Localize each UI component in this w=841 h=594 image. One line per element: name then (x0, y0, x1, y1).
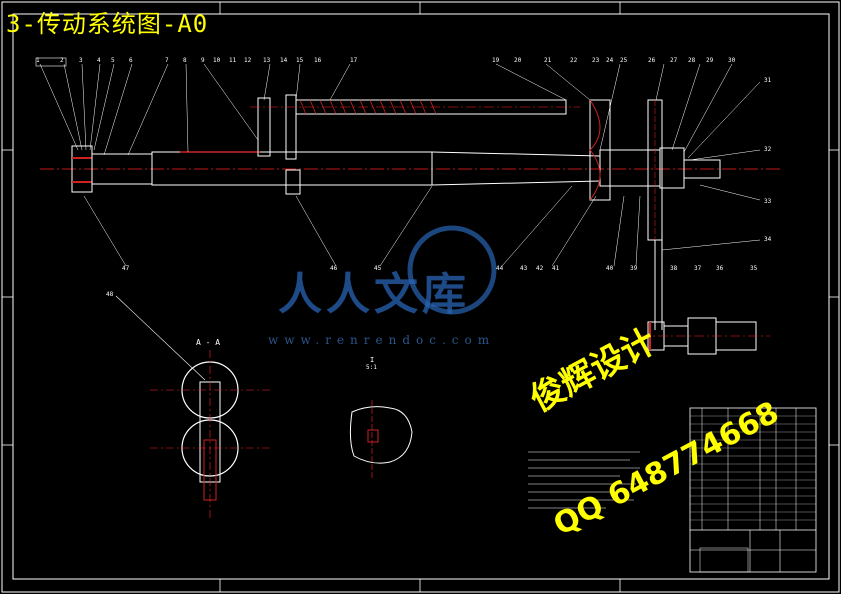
part-tag: 47 (122, 265, 130, 272)
detail-label: I (370, 356, 375, 364)
arm-tube (151, 151, 433, 186)
part-tag: 16 (314, 57, 322, 64)
part-tag: 43 (520, 265, 528, 272)
part-tag: 5 (111, 57, 115, 64)
part-tag: 4 (97, 57, 101, 64)
detail-i-view (349, 400, 413, 480)
technical-notes (528, 451, 640, 509)
part-tag: 7 (165, 57, 169, 64)
parts-list-table (689, 407, 817, 573)
part-tag: 35 (750, 265, 758, 272)
part-tag: 39 (630, 265, 638, 272)
watermark-logo (407, 225, 497, 315)
part-tag: 44 (496, 265, 504, 272)
part-tag: 34 (764, 236, 772, 243)
part-tag: 1 (36, 57, 40, 64)
screw-support-left (257, 97, 271, 157)
signature-box (699, 547, 749, 573)
watermark-brand: 人人文库 (278, 269, 470, 320)
part-tag: 30 (728, 57, 736, 64)
part-tag: 2 (60, 57, 64, 64)
part-tag: 29 (706, 57, 714, 64)
part-tag: 48 (106, 291, 114, 298)
main-arm-assembly (40, 94, 780, 330)
part-tag: 28 (688, 57, 696, 64)
part-tag: 25 (620, 57, 628, 64)
right-bearing-block (599, 149, 661, 187)
part-tag: 3 (79, 57, 83, 64)
part-tag: 13 (263, 57, 271, 64)
part-tag: 6 (129, 57, 133, 64)
part-tag: 14 (280, 57, 288, 64)
part-tag: 38 (670, 265, 678, 272)
motor-assembly (640, 317, 770, 355)
part-tag: 12 (244, 57, 252, 64)
part-tag: 42 (536, 265, 544, 272)
part-tag: 21 (544, 57, 552, 64)
part-tag: 27 (670, 57, 678, 64)
part-tag: 19 (492, 57, 500, 64)
part-tag: 26 (648, 57, 656, 64)
drawing-title: 3-传动系统图-A0 (6, 10, 209, 38)
part-tag: 41 (552, 265, 560, 272)
part-tag: 31 (764, 77, 772, 84)
part-tag: 8 (183, 57, 187, 64)
output-flange (659, 147, 685, 189)
spec-box (35, 57, 67, 67)
screw-support-right (285, 94, 297, 160)
part-tag: 45 (374, 265, 382, 272)
part-tag: 32 (764, 146, 772, 153)
parts-list-title-block (689, 407, 817, 573)
bottom-leader-lines (83, 149, 761, 267)
part-tag: 23 (592, 57, 600, 64)
part-tag: 15 (296, 57, 304, 64)
part-tag: 22 (570, 57, 578, 64)
part-tag: 46 (330, 265, 338, 272)
part-tag: 33 (764, 198, 772, 205)
part-tag: 36 (716, 265, 724, 272)
part-tag: 24 (606, 57, 614, 64)
top-leader-lines (39, 63, 761, 159)
section-label: A - A (196, 338, 221, 347)
drop-bracket (285, 169, 301, 195)
watermark-url: www.renrendoc.com (268, 333, 496, 347)
part-tag: 20 (514, 57, 522, 64)
part-tag: 9 (201, 57, 205, 64)
sheet-inner-border (12, 13, 830, 580)
section-a-a-view (115, 295, 270, 520)
part-tag: 17 (350, 57, 358, 64)
part-tag: 11 (229, 57, 237, 64)
detail-scale: 5:1 (366, 364, 377, 371)
output-stub (683, 159, 721, 179)
part-tag: 40 (606, 265, 614, 272)
part-tag: 10 (213, 57, 221, 64)
part-tag: 37 (694, 265, 702, 272)
